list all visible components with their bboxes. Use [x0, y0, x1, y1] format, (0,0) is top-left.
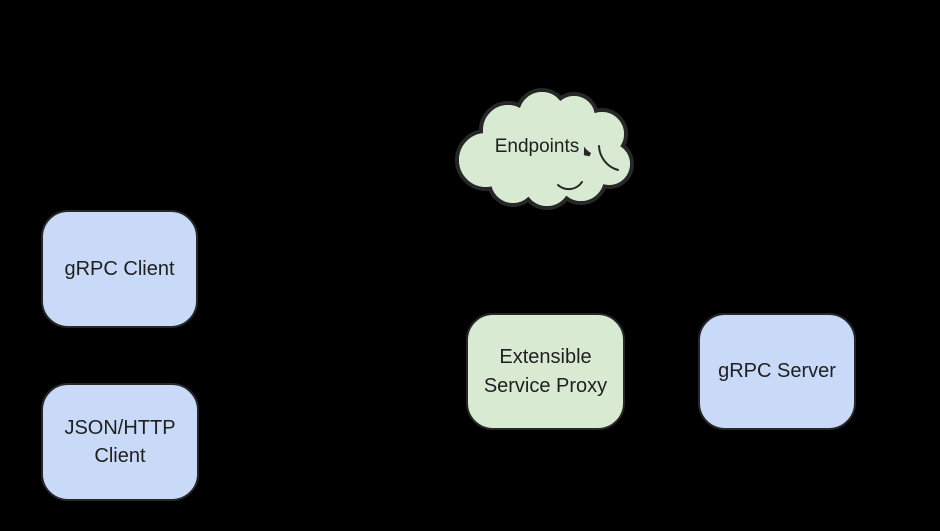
- node-endpoints-cloud: Endpoints: [450, 84, 638, 212]
- node-json-http-client: JSON/HTTP Client: [41, 383, 199, 501]
- cloud-icon: [455, 88, 634, 210]
- node-label-grpc-client: gRPC Client: [64, 257, 175, 280]
- node-label-json-http-client: JSON/HTTP Client: [64, 416, 176, 467]
- node-label-extensible-service-proxy: Extensible Service Proxy: [483, 346, 608, 397]
- node-extensible-service-proxy: Extensible Service Proxy: [466, 313, 625, 430]
- node-grpc-server: gRPC Server: [698, 313, 856, 430]
- node-grpc-client: gRPC Client: [41, 210, 198, 328]
- node-label-grpc-server: gRPC Server: [718, 360, 836, 383]
